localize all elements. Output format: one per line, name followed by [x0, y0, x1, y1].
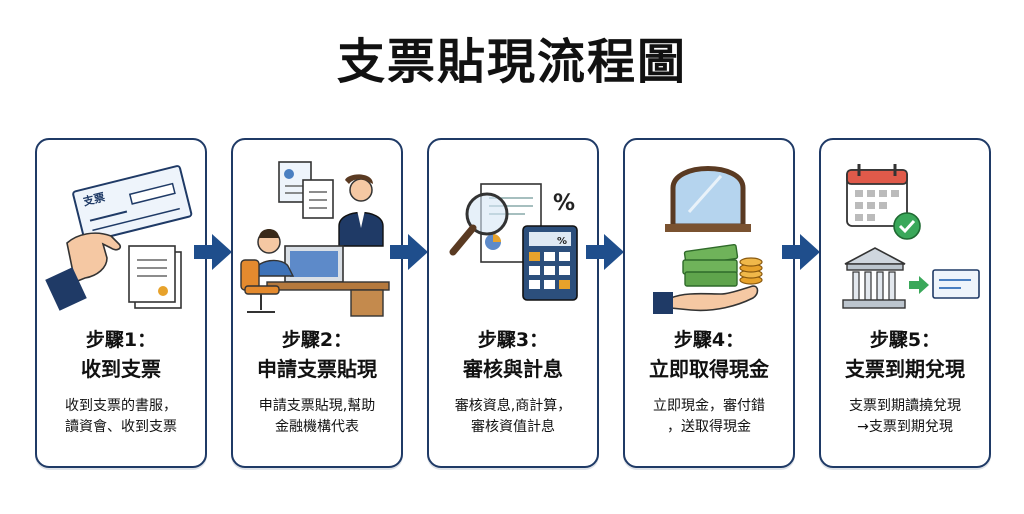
check-label: 支票 — [81, 190, 107, 209]
calendar-bank-icon — [842, 164, 980, 309]
step-label: 步驟1： — [85, 329, 157, 351]
step-description: 收到支票的書服， 讀資會、收到支票 — [43, 396, 199, 438]
step-card-3: % % 步驟3： 審核與計息 審核資息,商計算， 審核資值計息 — [427, 138, 599, 468]
svg-text:%: % — [553, 191, 575, 216]
step-label: 步驟2： — [281, 329, 353, 351]
step-desc-line: →支票到期兌現 — [857, 419, 953, 435]
consultation-icon — [240, 161, 390, 317]
step-desc-line: 審核資值計息 — [471, 419, 555, 435]
audit-calculator-icon: % % — [449, 183, 578, 301]
cash-in-hand-icon — [653, 166, 763, 314]
arrow-right-icon — [194, 234, 232, 270]
step-card-1: 支票 步驟1： 收到支票 收到支票的書服， 讀資會、收到支票 — [35, 138, 207, 468]
step-label: 步驟5： — [869, 329, 941, 351]
step-desc-line: 審核資息,商計算， — [454, 398, 572, 414]
svg-text:%: % — [557, 236, 567, 247]
step-desc-line: 立即現金，審付錯 — [653, 398, 765, 414]
step-desc-line: 金融機構代表 — [275, 419, 359, 435]
check-in-hand-icon: 支票 — [45, 165, 193, 311]
step-name: 支票到期兌現 — [845, 357, 965, 381]
step-label: 步驟3： — [477, 329, 549, 351]
step-name: 收到支票 — [81, 357, 161, 381]
step-card-5: 步驟5： 支票到期兌現 支票到期讀撓兌現 →支票到期兌現 — [819, 138, 991, 468]
arrow-right-icon — [390, 234, 428, 270]
step-desc-line: 支票到期讀撓兌現 — [849, 398, 961, 414]
step-name: 審核與計息 — [463, 357, 563, 381]
step-description: 立即現金，審付錯 ，送取得現金 — [631, 396, 787, 438]
step-description: 審核資息,商計算， 審核資值計息 — [435, 396, 591, 438]
step-description: 申請支票貼現,幫助 金融機構代表 — [239, 396, 395, 438]
step-desc-line: 收到支票的書服， — [65, 398, 177, 414]
step-label: 步驟4： — [673, 329, 745, 351]
step-desc-line: ，送取得現金 — [667, 419, 751, 435]
step-desc-line: 讀資會、收到支票 — [65, 419, 177, 435]
page-title: 支票貼現流程圖 — [336, 34, 687, 90]
arrow-right-icon — [586, 234, 624, 270]
step-card-2: 步驟2： 申請支票貼現 申請支票貼現,幫助 金融機構代表 — [231, 138, 403, 468]
step-description: 支票到期讀撓兌現 →支票到期兌現 — [827, 396, 983, 438]
arrow-right-icon — [782, 234, 820, 270]
step-name: 申請支票貼現 — [257, 357, 377, 381]
step-card-4: 步驟4： 立即取得現金 立即現金，審付錯 ，送取得現金 — [623, 138, 795, 468]
step-name: 立即取得現金 — [649, 357, 769, 381]
step-desc-line: 申請支票貼現,幫助 — [258, 398, 376, 414]
